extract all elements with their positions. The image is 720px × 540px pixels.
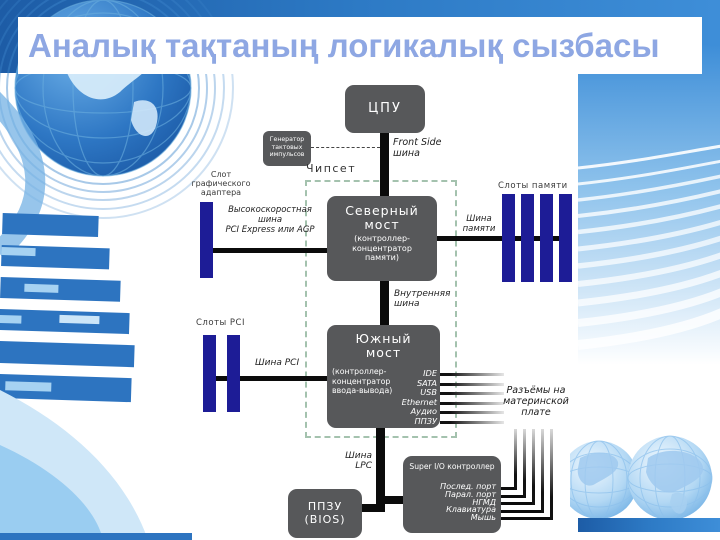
port-label: НГМД: [472, 497, 496, 507]
connectors-label: Разъёмы на материнской плате: [503, 385, 569, 418]
superio-port-line: [501, 517, 553, 520]
port-label: Клавиатура: [446, 505, 496, 515]
superio-port-line: [501, 502, 535, 505]
superio-port-line: [550, 429, 553, 520]
memory-slots-label: Слоты памяти: [498, 181, 568, 191]
left-stripes: [0, 213, 135, 403]
port-label: Парал. порт: [445, 489, 496, 499]
gpu-bus-label: Высокоскоростная шина PCI Express или AG…: [225, 205, 315, 235]
pci-slot-bar: [227, 335, 240, 412]
superio-port-line: [501, 510, 544, 513]
memory-bus-label: Шина памяти: [462, 214, 496, 234]
southbridge-title: Южный мост: [355, 331, 412, 360]
gpu-slot-bar: [200, 202, 213, 278]
title-band: Аналық тақтаның логикалық сызбасы: [18, 17, 702, 74]
gpu-bus-line: [211, 248, 327, 253]
interface-line: [440, 411, 504, 414]
cpu-box: ЦПУ: [345, 85, 425, 133]
memory-slot-bar: [521, 194, 534, 282]
superio-port-line: [501, 495, 526, 498]
globe-icon: [627, 435, 713, 521]
memory-slot-bar: [502, 194, 515, 282]
clock-dashed-line: [311, 147, 380, 148]
page-title: Аналық тақтаның логикалық сызбасы: [28, 27, 660, 64]
port-label: Мышь: [470, 513, 496, 523]
interface-line: [440, 402, 504, 405]
interface-label: USB: [420, 387, 437, 398]
memory-slot-bar: [559, 194, 572, 282]
interface-label: IDE: [423, 368, 437, 378]
bios-box: ППЗУ (BIOS): [288, 489, 362, 538]
bottom-left-swoosh: [0, 390, 192, 540]
lpc-bus-line: [361, 504, 380, 512]
lpc-bus-label: Шина LPC: [345, 451, 372, 472]
internal-bus-line: [380, 281, 389, 325]
southbridge-interfaces: IDE SATA USB Ethernet Аудио ППЗУ: [401, 368, 437, 427]
fsb-bus-label: Front Side шина: [393, 137, 442, 159]
interface-label: ППЗУ: [414, 415, 437, 426]
internal-bus-label: Внутренняя шина: [394, 289, 451, 310]
interface-label: Аудио: [410, 406, 437, 417]
gpu-slot-label: Слот графического адаптера: [191, 170, 251, 198]
lpc-bus-line: [376, 428, 385, 512]
superio-box: Super I/O контроллер Послед. порт Парал.…: [403, 456, 501, 533]
northbridge-title: Северный мост: [345, 203, 419, 232]
right-curved-stripes: [577, 144, 720, 350]
pci-slot-bar: [203, 335, 216, 412]
superio-port-line: [501, 487, 517, 490]
fsb-bus-line: [380, 133, 389, 197]
pci-bus-line: [206, 376, 327, 381]
interface-line: [440, 392, 504, 395]
globe-icon: [570, 440, 639, 520]
pci-slots-label: Слоты PCI: [196, 318, 246, 328]
cpu-label: ЦПУ: [368, 101, 402, 116]
superio-port-line: [523, 429, 526, 498]
port-label: Послед. порт: [440, 482, 496, 491]
bottom-right-bar: [578, 518, 720, 532]
superio-title: Super I/O контроллер: [409, 462, 495, 471]
northbridge-subtitle: (контроллер- концентратор памяти): [352, 234, 412, 262]
interface-label: SATA: [416, 377, 437, 388]
lpc-bus-line: [383, 496, 403, 504]
northbridge-box: Северный мост (контроллер- концентратор …: [327, 196, 437, 281]
pci-bus-label: Шина PCI: [255, 358, 300, 368]
southbridge-subtitle: (контроллер- концентратор ввода-вывода): [332, 367, 393, 395]
interface-label: Ethernet: [401, 396, 437, 407]
superio-port-line: [514, 429, 517, 490]
southbridge-box: Южный мост (контроллер- концентратор вво…: [327, 325, 440, 428]
superio-port-line: [532, 429, 535, 505]
interface-line: [440, 383, 504, 386]
memory-slot-bar: [540, 194, 553, 282]
memory-bus-line: [437, 236, 565, 241]
superio-port-line: [541, 429, 544, 513]
superio-ports: Послед. порт Парал. порт НГМД Клавиатура…: [440, 483, 496, 522]
interface-line: [440, 421, 504, 424]
chipset-label: Чипсет: [306, 162, 357, 175]
interface-line: [440, 373, 504, 376]
clock-generator-box: Генератор тактовых импульсов: [263, 131, 311, 166]
